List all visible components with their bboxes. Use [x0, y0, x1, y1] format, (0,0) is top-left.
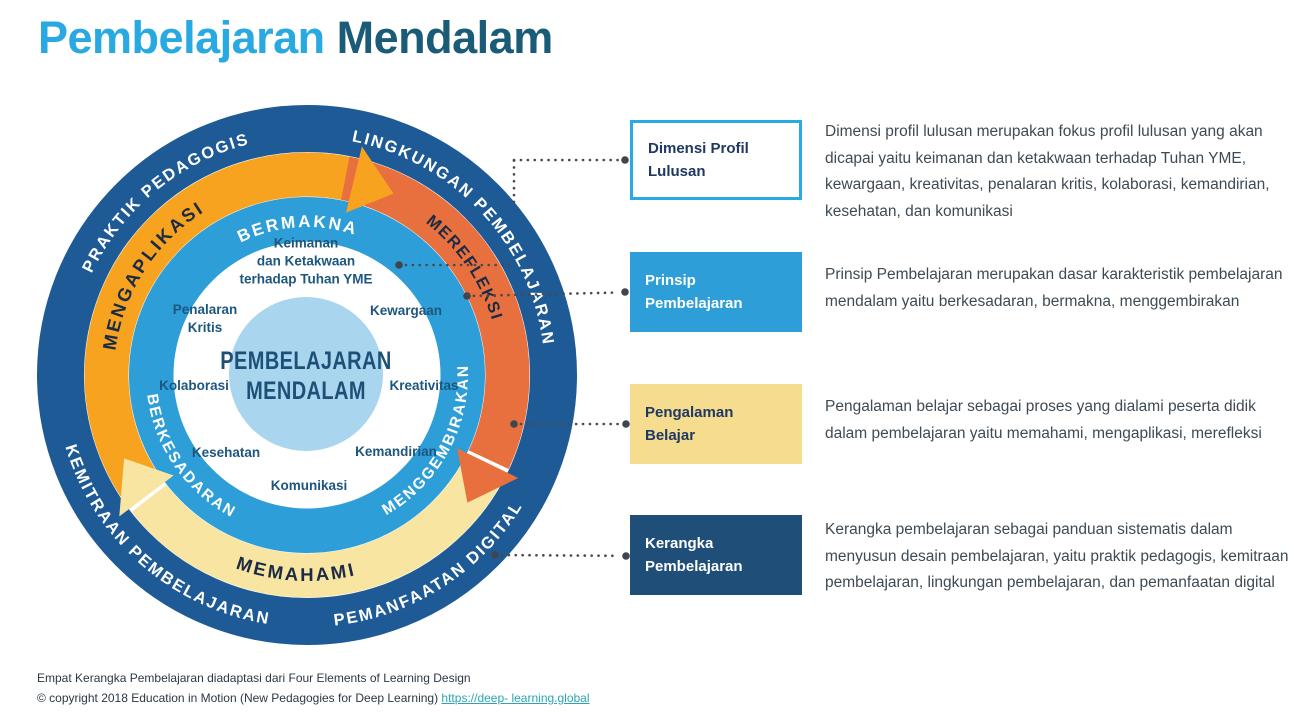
dimension-kewargaan: Kewargaan	[369, 303, 443, 319]
arrow-arc-merefleksi	[340, 156, 530, 469]
dimension-penalaran-kritis: Penalaran Kritis	[172, 302, 238, 335]
dimension-keimanan: Keimanan dan Ketakwaan terhadap Tuhan YM…	[239, 235, 373, 286]
arrowhead-red-icon	[457, 448, 519, 503]
dimension-komunikasi: Komunikasi	[270, 478, 348, 494]
connector-pengalaman	[510, 420, 630, 428]
footer-link[interactable]: https://deep- learning.global	[441, 691, 590, 705]
center-label-line1: PEMBELAJARAN	[220, 347, 391, 375]
dimension-kreativitas: Kreativitas	[389, 378, 459, 394]
principle-ring	[129, 197, 485, 553]
center-circle	[229, 297, 383, 451]
arrow-arc-mengaplikasi	[84, 152, 358, 497]
connector-prinsip	[463, 288, 629, 300]
dimension-kolaborasi: Kolaborasi	[159, 378, 229, 394]
framework-ring	[37, 105, 577, 645]
page-title-dark: Mendalam	[324, 12, 554, 63]
arrowhead-cream-icon	[119, 458, 174, 517]
footer-adaptation-note: Empat Kerangka Pembelajaran diadaptasi d…	[37, 671, 471, 685]
page-title: Pembelajaran Mendalam	[38, 12, 553, 64]
dimension-kesehatan: Kesehatan	[191, 445, 261, 461]
connector-dimensi	[395, 156, 629, 269]
legend-box-pengalaman-belajar: Pengalaman Belajar	[630, 384, 802, 464]
legend-box-prinsip-pembelajaran: Prinsip Pembelajaran	[630, 252, 802, 332]
connector-kerangka	[491, 551, 630, 560]
description-dimensi-profil-lulusan: Dimensi profil lulusan merupakan fokus p…	[825, 123, 1270, 220]
legend-box-dimensi-profil-lulusan: Dimensi Profil Lulusan	[630, 120, 802, 200]
dimension-kemandirian: Kemandirian	[355, 444, 437, 460]
center-label-line2: MENDALAM	[246, 377, 366, 405]
arrowhead-orange-icon	[346, 146, 394, 213]
footer-copyright: © copyright 2018 Education in Motion (Ne…	[37, 691, 590, 705]
footer-copyright-text: © copyright 2018 Education in Motion (Ne…	[37, 691, 442, 705]
description-prinsip-pembelajaran: Prinsip Pembelajaran merupakan dasar kar…	[825, 266, 1283, 310]
description-kerangka-pembelajaran: Kerangka pembelajaran sebagai panduan si…	[825, 521, 1289, 591]
arrow-arc-memahami	[131, 455, 506, 598]
legend-box-kerangka-pembelajaran: Kerangka Pembelajaran	[630, 515, 802, 595]
description-pengalaman-belajar: Pengalaman belajar sebagai proses yang d…	[825, 398, 1262, 442]
page-title-accent: Pembelajaran	[38, 12, 325, 63]
